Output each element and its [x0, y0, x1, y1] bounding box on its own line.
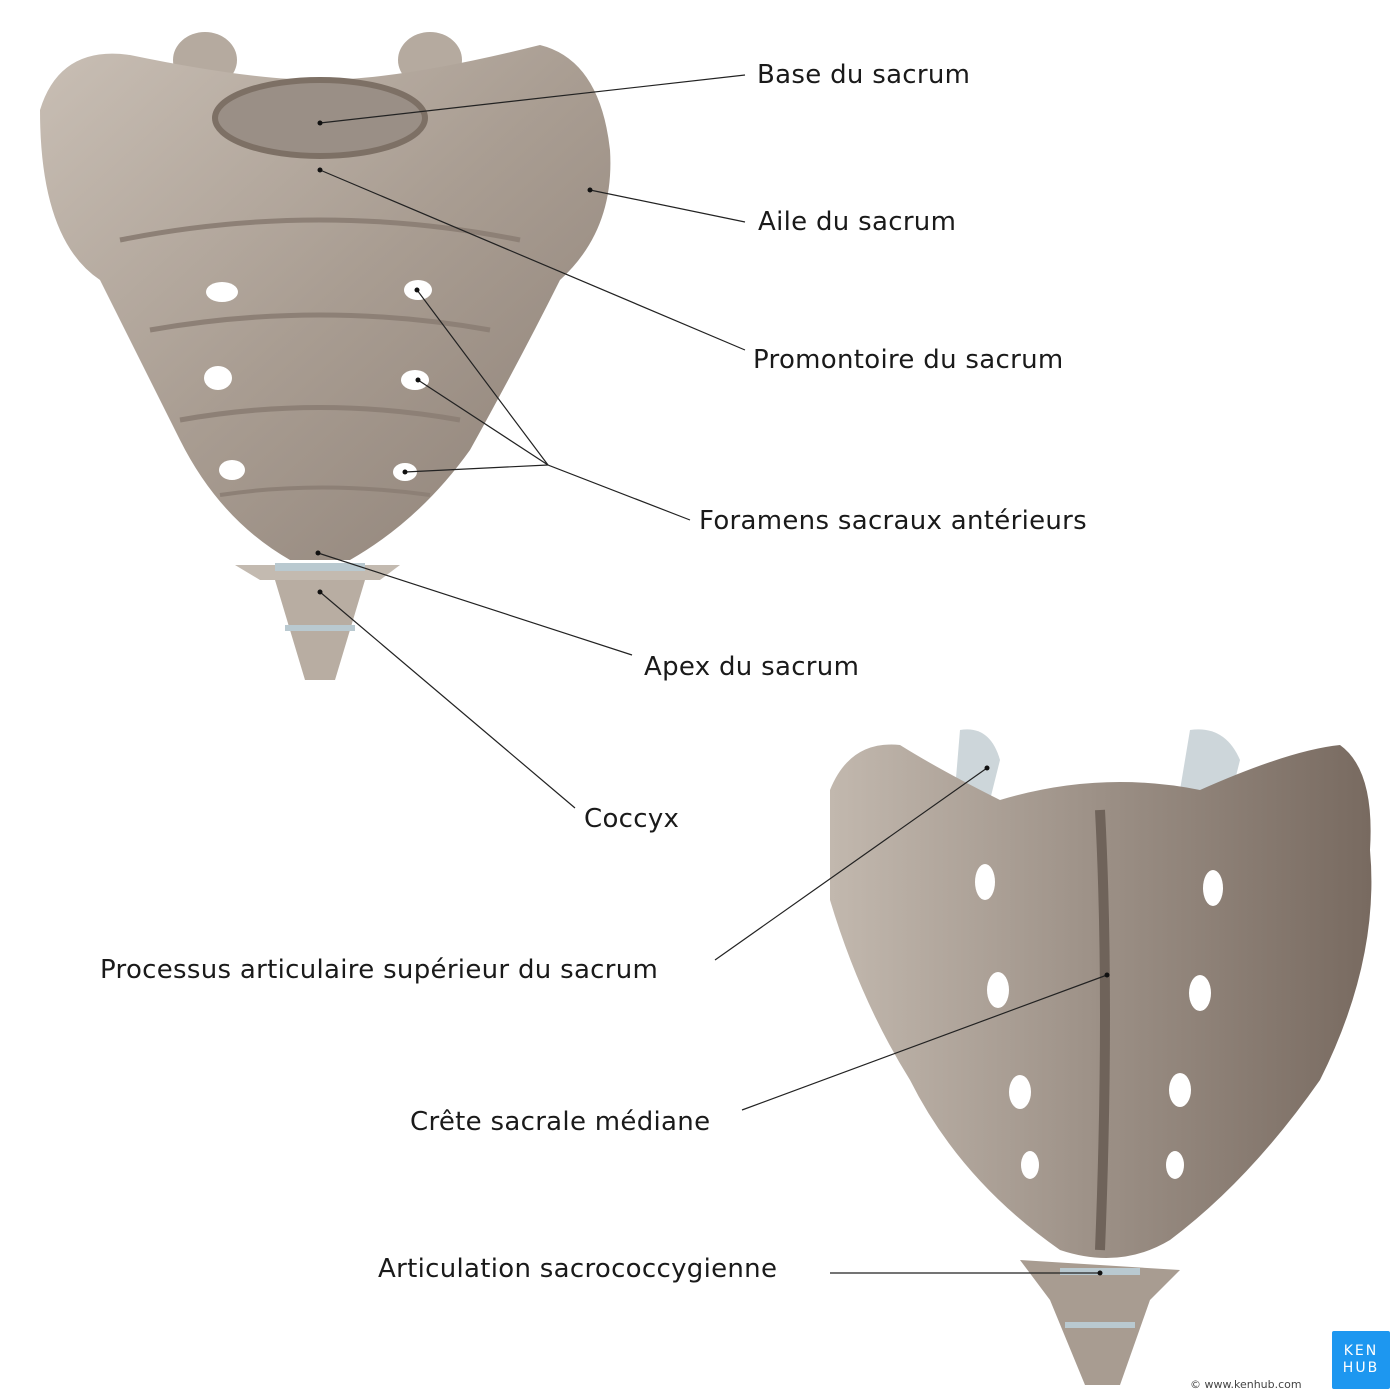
label-aile-du-sacrum: Aile du sacrum — [758, 207, 957, 237]
label-processus-articulaire: Processus articulaire supérieur du sacru… — [100, 955, 659, 985]
leader-lines — [317, 74, 1108, 1274]
copyright-text: © www.kenhub.com — [1190, 1378, 1302, 1391]
sacrum-posterior-view — [830, 729, 1372, 1385]
label-foramens: Foramens sacraux antérieurs — [699, 506, 1088, 536]
logo-line-1: KEN — [1343, 1343, 1379, 1359]
label-promontoire: Promontoire du sacrum — [753, 345, 1064, 375]
sacrum-anterior-view — [40, 32, 611, 680]
leader-dots — [315, 120, 1110, 1276]
label-base-du-sacrum: Base du sacrum — [757, 60, 971, 90]
label-coccyx: Coccyx — [584, 804, 680, 834]
label-crete-sacrale: Crête sacrale médiane — [410, 1107, 711, 1137]
label-articulation: Articulation sacrococcygienne — [378, 1254, 778, 1284]
label-apex: Apex du sacrum — [644, 652, 860, 682]
logo-line-2: HUB — [1342, 1360, 1380, 1376]
